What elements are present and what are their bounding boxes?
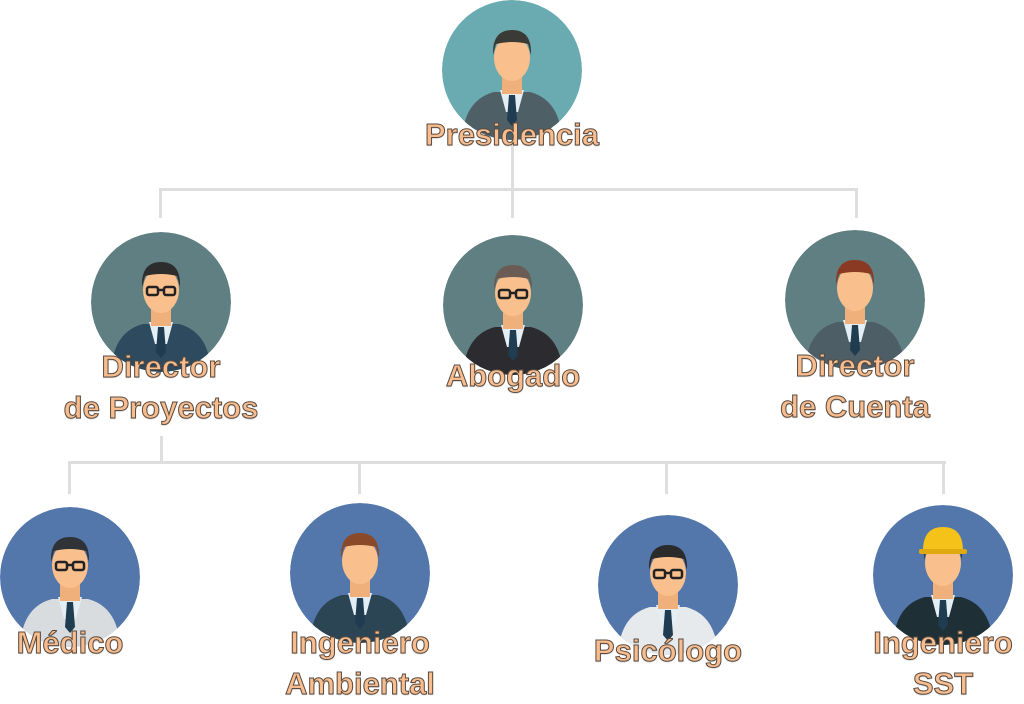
- connector: [159, 188, 858, 191]
- businessman-avatar-icon: [785, 230, 925, 370]
- connector: [358, 461, 361, 494]
- safety-engineer-avatar-icon: [873, 505, 1013, 645]
- doctor-avatar-icon: [0, 507, 140, 647]
- label-line1: Ingeniero: [873, 625, 1014, 661]
- node-label: Médico: [16, 622, 124, 663]
- connector: [68, 461, 71, 494]
- node-label: Ingeniero Ambiental: [285, 622, 436, 704]
- label-line1: Psicólogo: [593, 633, 743, 669]
- node-label: Director de Cuenta: [780, 345, 931, 427]
- node-label: Ingeniero SST: [873, 622, 1014, 704]
- label-line2: de Proyectos: [63, 390, 259, 426]
- label-line1: Ingeniero: [290, 625, 431, 661]
- node-label: Abogado: [445, 355, 581, 396]
- psychologist-avatar-icon: [598, 515, 738, 655]
- label-line1: Abogado: [445, 358, 581, 394]
- node-label: Director de Proyectos: [63, 346, 259, 428]
- connector: [68, 461, 946, 464]
- node-label: Psicólogo: [593, 630, 743, 671]
- businessman-avatar-icon: [442, 0, 582, 140]
- label-line1: Director: [795, 348, 915, 384]
- engineer-avatar-icon: [290, 503, 430, 643]
- connector: [942, 461, 945, 494]
- connector: [665, 461, 668, 494]
- connector: [511, 188, 514, 218]
- businessman-glasses-avatar-icon: [91, 232, 231, 372]
- connector: [855, 188, 858, 218]
- node-label-presidencia: Presidencia: [424, 117, 600, 153]
- label-line2: Ambiental: [285, 666, 436, 702]
- connector: [159, 188, 162, 218]
- label-line2: de Cuenta: [780, 389, 931, 425]
- label-line2: SST: [912, 666, 974, 702]
- connector: [511, 140, 514, 190]
- connector: [160, 436, 163, 463]
- label-line1: Médico: [16, 625, 124, 661]
- label-line1: Director: [101, 349, 221, 385]
- lawyer-woman-avatar-icon: [443, 235, 583, 375]
